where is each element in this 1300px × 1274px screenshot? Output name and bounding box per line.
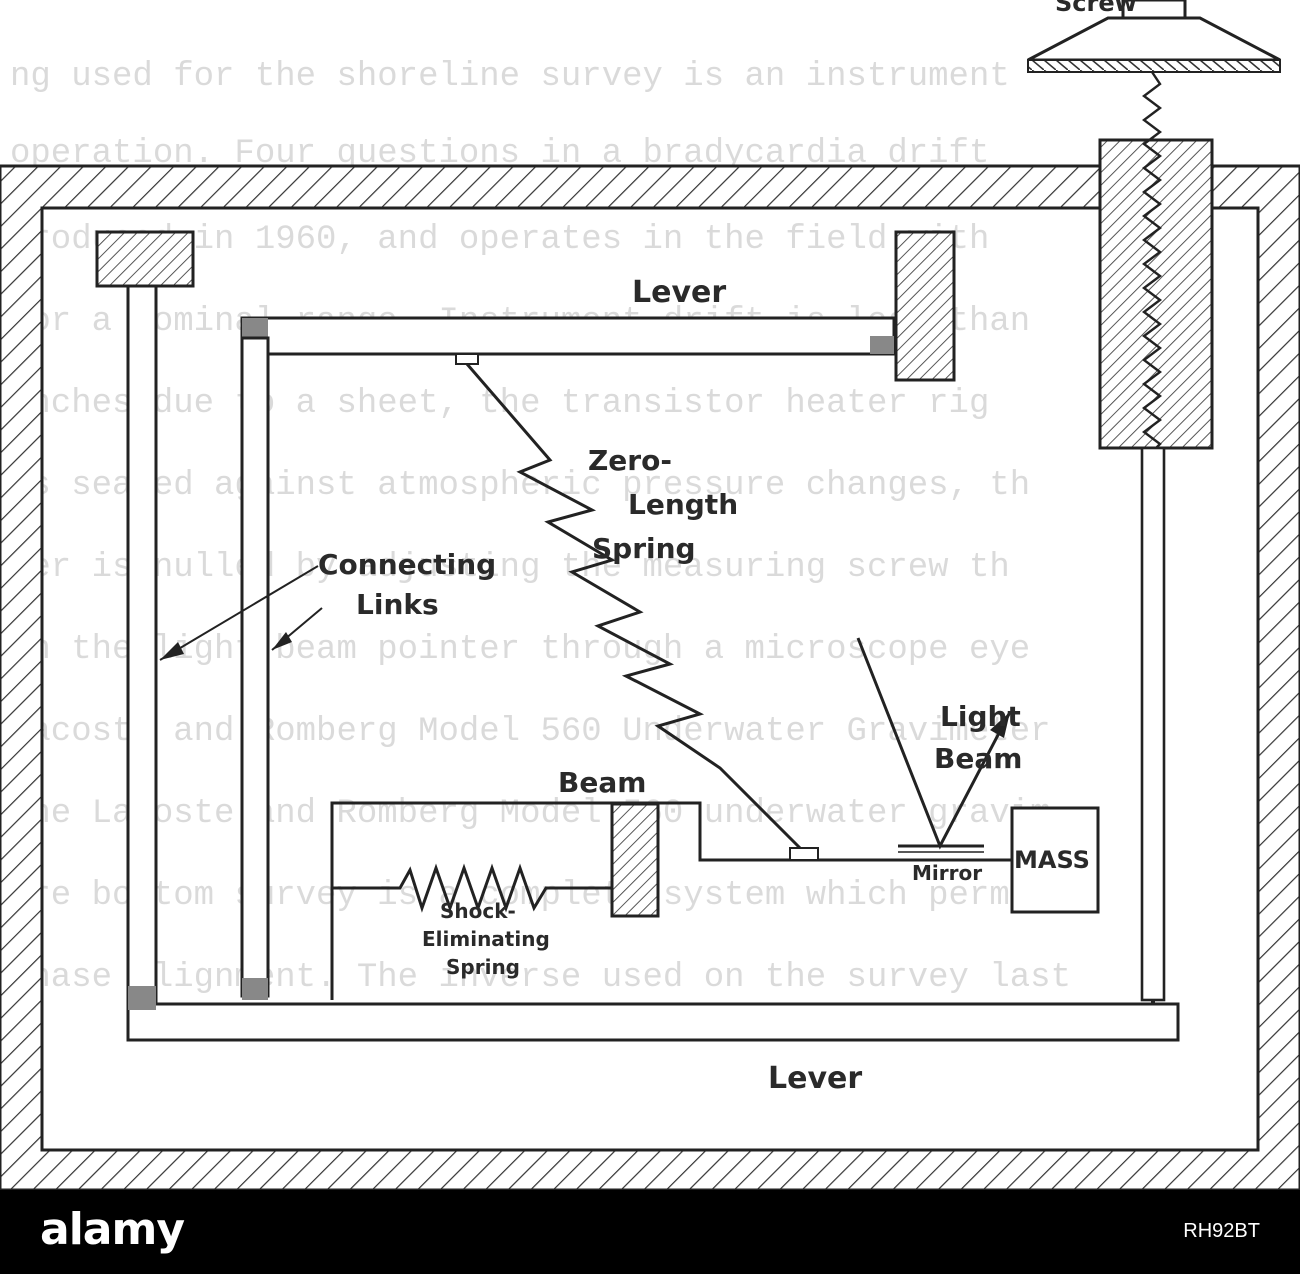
left-pivot-block <box>95 230 195 288</box>
screw-assembly <box>1027 0 1281 1012</box>
light-beam-arrowhead <box>990 712 1010 738</box>
housing <box>0 164 1300 1190</box>
label-screw: Screw <box>1055 0 1137 17</box>
bottom-lever <box>126 1002 1180 1042</box>
top-right-pivot-block <box>894 230 956 382</box>
link-hinge <box>128 986 156 1010</box>
label-mass: MASS <box>1014 846 1090 874</box>
label-shock-3: Spring <box>446 955 520 979</box>
screw-knob-knurl <box>1027 59 1281 73</box>
bg-line: en the light beam pointer through a micr… <box>10 631 1030 669</box>
top-lever-hinge <box>870 336 894 354</box>
connecting-link-left <box>126 284 158 1006</box>
label-connecting-2: Links <box>356 588 439 621</box>
label-light-2: Beam <box>934 742 1022 775</box>
label-light-1: Light <box>940 700 1021 733</box>
top-lever <box>240 316 896 356</box>
zero-length-spring <box>465 363 802 850</box>
housing-wall <box>0 164 1300 1190</box>
arrowhead <box>160 642 184 660</box>
label-lever-top: Lever <box>632 275 726 310</box>
spring-top-clamp <box>455 353 479 365</box>
screw-thread <box>1142 71 1162 453</box>
screw-shaft <box>1140 446 1166 1002</box>
label-zero-length-2: Length <box>628 488 738 521</box>
light-beam-ray <box>856 637 1012 850</box>
label-shock-2: Eliminating <box>422 927 550 951</box>
connecting-link-right <box>240 336 270 998</box>
label-connecting-1: Connecting <box>318 548 496 581</box>
label-mirror: Mirror <box>912 861 982 885</box>
bg-line: phase alignment. The inverse used on the… <box>10 959 1071 997</box>
bg-line: ng used for the shoreline survey is an i… <box>10 58 1010 96</box>
top-lever-hinge <box>242 318 268 338</box>
spring-beam-clamp <box>789 847 819 861</box>
link-hinge <box>242 978 268 1000</box>
watermark-brand: alamy <box>40 1204 185 1255</box>
label-beam: Beam <box>558 766 646 799</box>
label-shock-1: Shock- <box>440 899 516 923</box>
label-lever-bottom: Lever <box>768 1061 862 1096</box>
label-zero-length-1: Zero- <box>588 444 672 477</box>
connecting-links-arrow-left <box>159 565 319 661</box>
beam-pivot-block <box>610 802 660 918</box>
screw-knob <box>1027 16 1281 62</box>
screw-bushing <box>1098 138 1214 450</box>
bg-line: Lacoste and Romberg Model 560 Underwater… <box>10 713 1051 751</box>
bg-line: ter is nulled by adjusting the measuring… <box>10 549 1010 587</box>
beam <box>330 801 950 1000</box>
watermark-footer: alamy RH92BT <box>0 1190 1300 1274</box>
image-code: RH92BT <box>1183 1220 1260 1242</box>
arrowhead <box>272 632 292 650</box>
label-zero-length-3: Spring <box>592 532 696 565</box>
gravimeter-schematic: ng used for the shoreline survey is an i… <box>0 0 1300 1190</box>
bg-line: The Lacoste and Romberg Model 560 underw… <box>10 795 1051 833</box>
shock-eliminating-spring <box>332 863 612 913</box>
